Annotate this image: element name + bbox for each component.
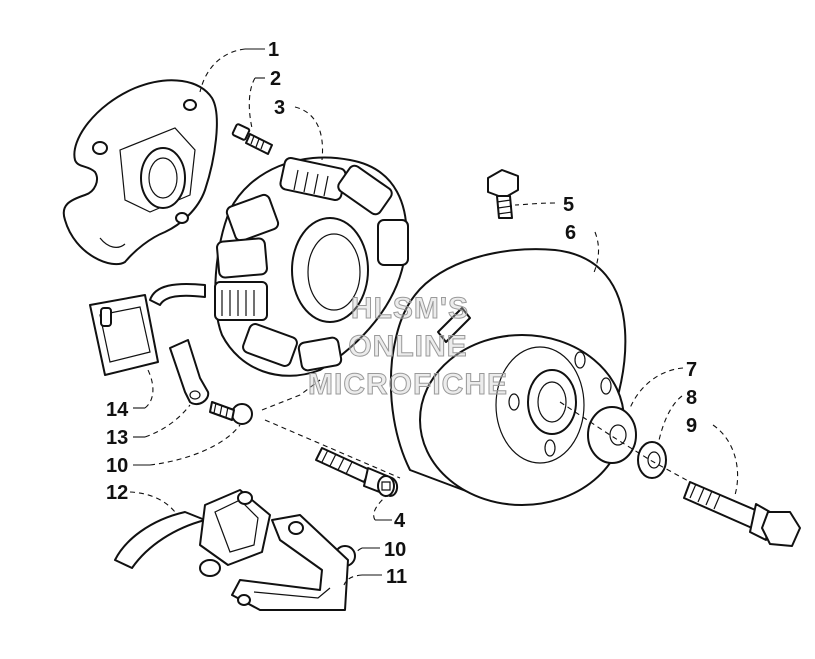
part-12-pickup-coil	[114, 489, 271, 577]
callout-9: 9	[686, 415, 697, 437]
callout-1: 1	[268, 39, 279, 61]
callout-7: 7	[686, 359, 697, 381]
watermark-line-2: ONLINE	[348, 330, 467, 363]
callout-2: 2	[270, 68, 281, 90]
part-14-pad	[89, 294, 159, 376]
part-1-stator-plate	[62, 79, 218, 266]
part-7-washer	[587, 406, 637, 464]
watermark-line-1: HLSM'S	[351, 292, 469, 325]
callout-3: 3	[274, 97, 285, 119]
callout-12: 12	[106, 482, 128, 504]
part-4-bolt	[315, 447, 398, 497]
callout-13: 13	[106, 427, 128, 449]
stator-wire	[149, 282, 206, 306]
watermark-line-3: MICROFICHE	[308, 368, 508, 401]
callout-6: 6	[565, 222, 576, 244]
callout-10-lower: 10	[384, 539, 406, 561]
callout-4: 4	[394, 510, 406, 532]
callout-5: 5	[563, 194, 574, 216]
part-10-screw-upper	[209, 401, 253, 425]
callout-14: 14	[106, 399, 129, 421]
part-5-bolt	[487, 169, 519, 219]
callout-labels: 1 2 3 4 5 6 7 8 9 10 10 11 12 13 14	[106, 39, 697, 588]
callout-8: 8	[686, 387, 697, 409]
callout-10-upper: 10	[106, 455, 128, 477]
part-3-stator-coil	[214, 156, 409, 377]
part-11-bracket	[231, 514, 349, 611]
part-8-lock-washer	[637, 441, 667, 479]
part-6-flywheel	[389, 248, 627, 506]
part-2-screw	[231, 123, 273, 155]
watermark: HLSM'S ONLINE MICROFICHE	[308, 292, 508, 402]
part-9-flange-bolt	[683, 481, 801, 547]
callout-11: 11	[386, 566, 407, 588]
leader-lines	[129, 48, 739, 586]
part-13-clamp	[169, 339, 210, 406]
